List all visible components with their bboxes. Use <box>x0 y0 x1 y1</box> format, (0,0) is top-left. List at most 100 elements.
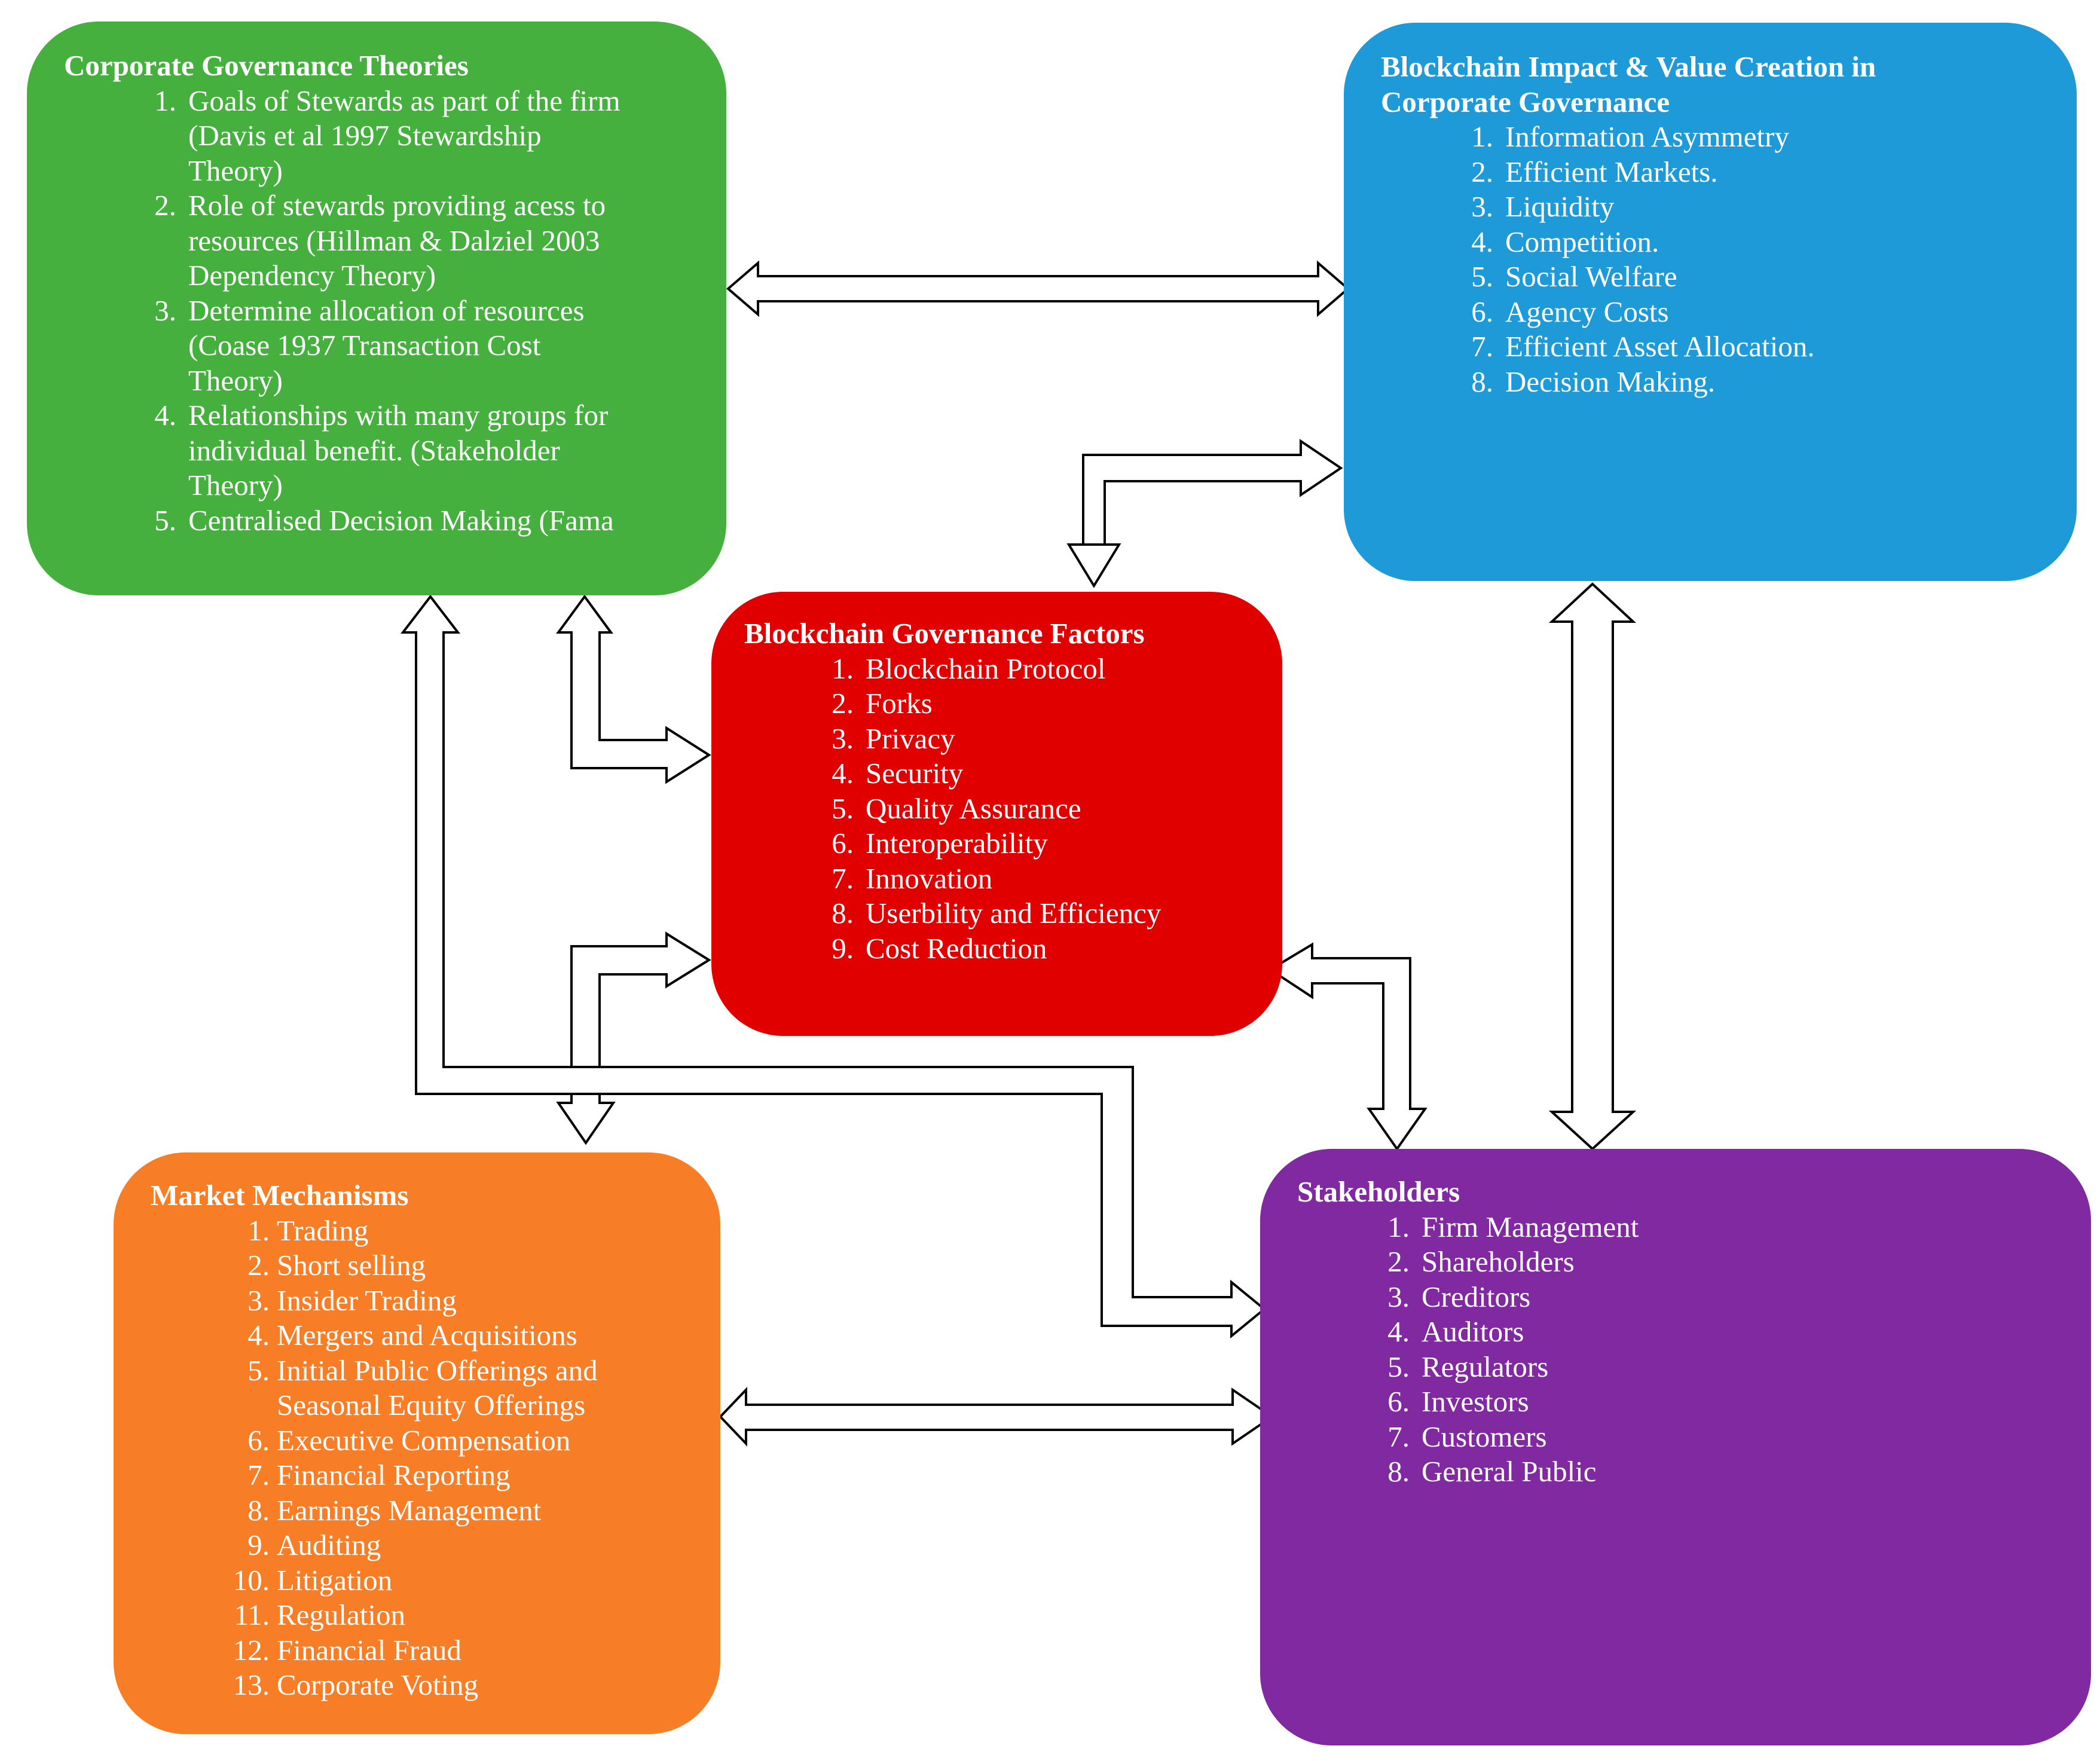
item-number: 8. <box>247 1493 270 1527</box>
item-number: 6. <box>1387 1385 1410 1418</box>
list-item: 5.Regulators <box>1381 1350 2055 1385</box>
item-text: Trading <box>277 1213 369 1247</box>
item-number: 10. <box>233 1563 270 1597</box>
list-item: 1. Goals of Stewards as part of the firm… <box>148 84 690 189</box>
corporate-governance-theories-box: Corporate Governance Theories 1. Goals o… <box>27 22 726 595</box>
box-title: Blockchain Impact & Value Creation in Co… <box>1381 50 2041 120</box>
list-item: 6. Investors <box>1381 1384 2055 1420</box>
list-item: 1. Blockchain Protocol <box>825 652 1258 687</box>
item-number: 12. <box>233 1633 270 1667</box>
list-item: 8.Decision Making. <box>1465 365 2041 400</box>
item-text: Investors <box>1422 1385 1529 1418</box>
item-text: Auditing <box>277 1528 381 1561</box>
list-item: 4. Relationships with many groups for in… <box>148 398 690 503</box>
box-title-line: Corporate Governance <box>1381 85 1670 118</box>
item-number: 1. <box>247 1213 270 1247</box>
list-item: 7.Customers <box>1381 1420 2055 1455</box>
blockchain-impact-box: Blockchain Impact & Value Creation in Co… <box>1344 23 2077 581</box>
list-item: 8. Userbility and Efficiency <box>825 896 1258 931</box>
item-text: Insider Trading <box>277 1283 457 1317</box>
item-line: Dependency Theory) <box>188 259 436 292</box>
item-number: 3. <box>1471 190 1493 223</box>
item-text: Security <box>866 757 964 790</box>
item-number: 5. <box>1471 260 1493 293</box>
box-title: Stakeholders <box>1297 1175 1460 1208</box>
item-text: Regulation <box>277 1598 406 1631</box>
item-number: 4. <box>832 757 854 790</box>
item-text: Executive Compensation <box>277 1423 571 1457</box>
item-number: 1. <box>832 652 854 685</box>
list-item: 4.Auditors <box>1381 1314 2055 1350</box>
item-number: 2. <box>1471 155 1493 188</box>
item-number: 8. <box>1387 1455 1410 1488</box>
item-number: 3. <box>832 721 854 755</box>
item-number: 2. <box>247 1249 270 1282</box>
list-item: 2.Forks <box>825 686 1258 721</box>
item-line: Theory) <box>188 363 283 397</box>
item-text: Corporate Voting <box>277 1668 479 1701</box>
item-number: 7. <box>832 861 854 895</box>
item-text: Blockchain Protocol <box>866 652 1106 685</box>
item-number: 7. <box>1387 1420 1410 1453</box>
box-title: Corporate Governance Theories <box>64 49 469 82</box>
item-text: Firm Management <box>1422 1210 1639 1243</box>
item-text: Relationships with many groups for indiv… <box>188 398 690 503</box>
item-text: Userbility and Efficiency <box>866 897 1161 930</box>
item-line: individual benefit. (Stakeholder <box>188 433 560 467</box>
item-line: (Coase 1937 Transaction Cost <box>188 329 541 362</box>
item-number: 3. <box>247 1283 270 1317</box>
item-number: 8. <box>832 897 854 930</box>
item-line: Relationships with many groups for <box>188 399 609 432</box>
item-line: (Davis et al 1997 Stewardship <box>188 119 542 152</box>
item-line: Seasonal Equity Offerings <box>277 1389 586 1421</box>
item-number: 7. <box>1471 330 1493 363</box>
item-number: 5. <box>832 791 854 825</box>
item-text: Shareholders <box>1422 1245 1575 1278</box>
item-number: 4. <box>154 399 176 432</box>
list-item: 7.Efficient Asset Allocation. <box>1465 329 2041 365</box>
arrow-market-stakeholders <box>719 1387 1274 1447</box>
item-text: Forks <box>866 687 933 720</box>
list-item: 2.Shareholders <box>1381 1245 2055 1280</box>
item-text: Information Asymmetry <box>1505 120 1789 153</box>
list-item: 7.Innovation <box>825 861 1258 897</box>
item-number: 9. <box>832 931 854 965</box>
item-text: Earnings Management <box>277 1493 542 1527</box>
list-item: 1.Trading <box>225 1213 696 1249</box>
item-list: 1.Blockchain Protocol 2.Forks 3.Privacy … <box>825 652 1258 967</box>
item-number: 3. <box>154 294 176 327</box>
list-item: 11.Regulation <box>225 1598 696 1633</box>
list-item: 3. Determine allocation of resources (Co… <box>148 294 690 399</box>
list-item: 4. Security <box>825 756 1258 791</box>
item-text: Competition. <box>1505 225 1659 258</box>
list-item: 5. Initial Public Offerings and Seasonal… <box>225 1353 696 1423</box>
item-text: Role of stewards providing acess to reso… <box>188 188 690 294</box>
list-item: 2.Short selling <box>225 1248 696 1283</box>
list-item: 9.Cost Reduction <box>825 931 1258 967</box>
item-list: 1.Information Asymmetry 2.Efficient Mark… <box>1465 120 2041 399</box>
item-line: Role of stewards providing acess to <box>188 189 606 222</box>
list-item: 9.Auditing <box>225 1528 696 1563</box>
item-text: General Public <box>1422 1455 1597 1488</box>
list-item: 3.Insider Trading <box>225 1283 696 1319</box>
box-title: Blockchain Governance Factors <box>744 617 1145 650</box>
item-number: 6. <box>832 827 854 860</box>
item-number: 5. <box>247 1353 270 1387</box>
item-text: Goals of Stewards as part of the firm (D… <box>188 84 690 189</box>
item-number: 6. <box>247 1423 270 1457</box>
item-text: Interoperability <box>866 827 1048 860</box>
stakeholders-box: Stakeholders 1.Firm Management 2.Shareho… <box>1260 1149 2091 1745</box>
arrow-impact-factors <box>1066 439 1343 588</box>
list-item: 2. Role of stewards providing acess to r… <box>148 188 690 294</box>
item-line: Theory) <box>188 469 283 502</box>
item-text: Centralised Decision Making (Fama <box>188 503 690 539</box>
item-text: Short selling <box>277 1249 426 1282</box>
item-text: Financial Fraud <box>277 1633 461 1667</box>
item-number: 1. <box>154 84 176 117</box>
item-text: Initial Public Offerings and Seasonal Eq… <box>277 1353 696 1423</box>
item-text: Social Welfare <box>1505 260 1677 293</box>
item-text: Creditors <box>1422 1280 1531 1313</box>
list-item: 1.Firm Management <box>1381 1210 2055 1245</box>
arrow-market-factors <box>556 931 711 1145</box>
